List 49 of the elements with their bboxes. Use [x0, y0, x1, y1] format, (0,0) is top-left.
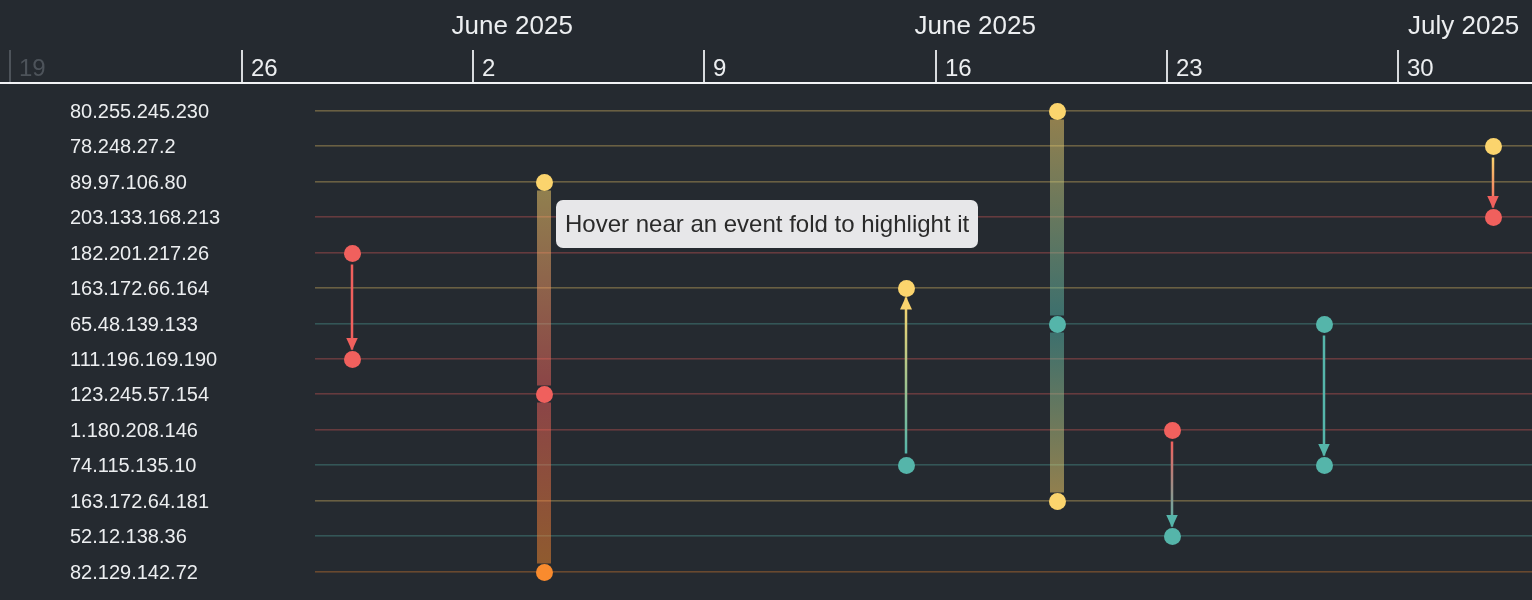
event-fold-band [1050, 332, 1064, 493]
event-dot [535, 563, 553, 581]
row-label: 74.115.135.10 [70, 455, 197, 475]
event-dot [1048, 492, 1066, 510]
event-fold-band [1050, 119, 1064, 316]
row-label: 163.172.66.164 [70, 278, 210, 298]
event-fold-band [537, 402, 551, 564]
tick-label: 26 [251, 56, 278, 80]
row-label: 111.196.169.190 [70, 349, 218, 369]
event-dot [1315, 456, 1333, 474]
row-label: 78.248.27.2 [70, 136, 176, 156]
event-dot [897, 279, 915, 297]
event-dot [1048, 102, 1066, 120]
tick-label: 2 [482, 56, 496, 80]
event-dot [343, 350, 361, 368]
arrow [346, 264, 358, 351]
row-label: 1.180.208.146 [70, 420, 198, 440]
event-dot [1484, 137, 1502, 155]
tooltip: Hover near an event fold to highlight it [556, 200, 979, 249]
row-label: 65.48.139.133 [70, 314, 198, 334]
event-dot [1315, 315, 1333, 333]
row-label: 52.12.138.36 [70, 526, 187, 546]
arrow [1487, 157, 1499, 209]
month-label: June 2025 [914, 12, 1036, 38]
tick-label: 23 [1176, 56, 1203, 80]
event-dot [1048, 315, 1066, 333]
arrow [1318, 335, 1330, 457]
event-dot [1163, 527, 1181, 545]
event-dot [1484, 208, 1502, 226]
tick-label: 16 [945, 56, 972, 80]
row-label: 182.201.217.26 [70, 243, 210, 263]
arrow [900, 296, 912, 454]
month-label: July 2025 [1408, 12, 1520, 38]
month-label: June 2025 [451, 12, 573, 38]
event-fold-band [537, 190, 551, 386]
event-dot [1163, 421, 1181, 439]
event-dot [897, 456, 915, 474]
event-dot [535, 173, 553, 191]
row-label: 89.97.106.80 [70, 172, 187, 192]
row-label: 82.129.142.72 [70, 562, 198, 582]
row-label: 203.133.168.213 [70, 207, 221, 227]
tick-label: 9 [713, 56, 727, 80]
tick-label: 30 [1407, 56, 1434, 80]
row-label: 123.245.57.154 [70, 384, 210, 404]
row-label: 163.172.64.181 [70, 491, 210, 511]
event-dot [343, 244, 361, 262]
row-label: 80.255.245.230 [70, 101, 210, 121]
arrow [1166, 441, 1178, 528]
event-dot [535, 385, 553, 403]
